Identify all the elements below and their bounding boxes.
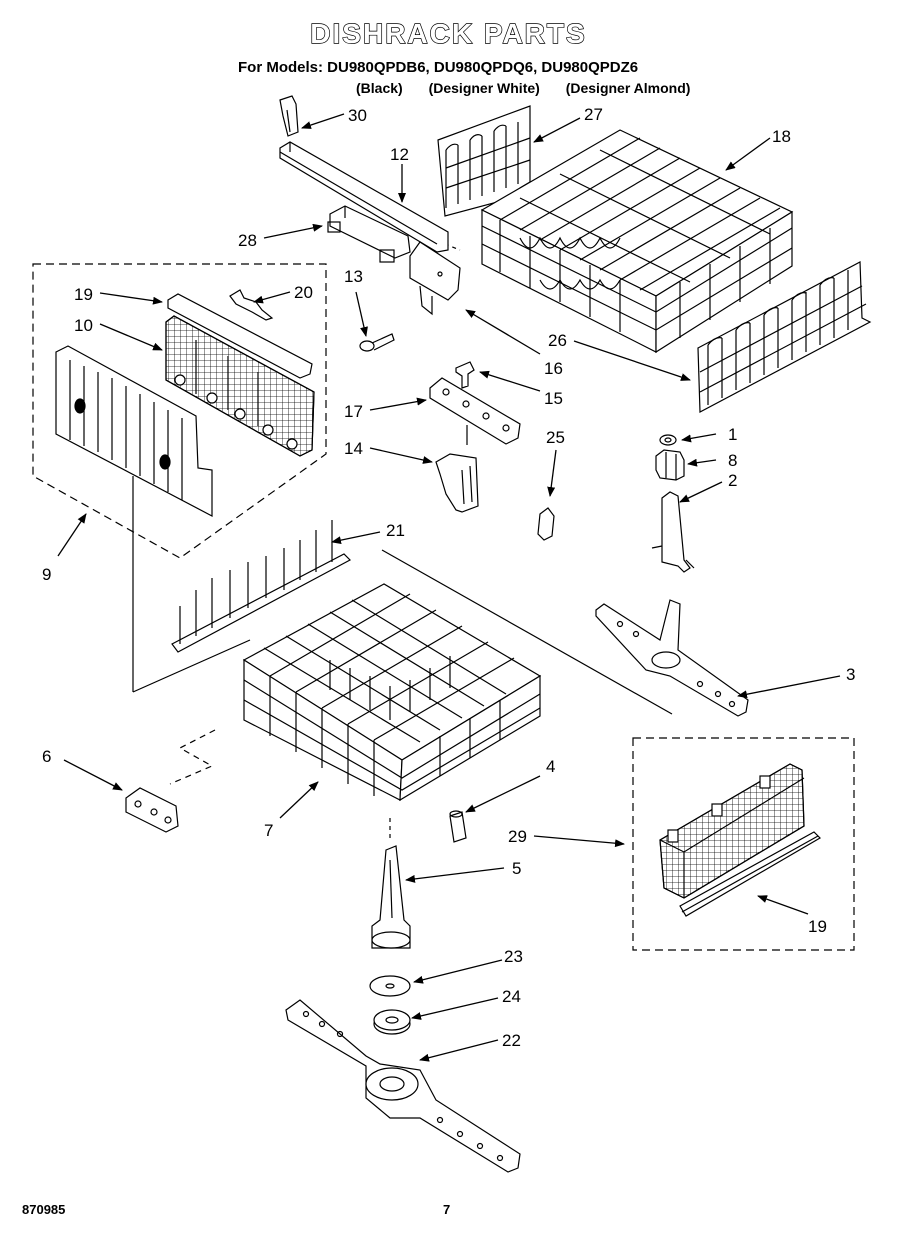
callout-14: 14: [344, 439, 363, 458]
callout-16: 16: [544, 359, 563, 378]
group-29-dashed-box: [632, 737, 855, 951]
part-17-spray-arm: [429, 377, 521, 445]
part-13-screw: [359, 333, 395, 352]
callout-22: 22: [502, 1031, 521, 1050]
models-line: For Models: DU980QPDB6, DU980QPDQ6, DU98…: [238, 59, 639, 76]
part-10-grid-panel: [165, 315, 315, 457]
callout-18: 18: [772, 127, 791, 146]
callout-7: 7: [264, 821, 273, 840]
part-9-side-panel: [55, 345, 213, 517]
callout-10: 10: [74, 316, 93, 335]
part-12-rack-rail: [279, 141, 449, 253]
callout-21: 21: [386, 521, 405, 540]
part-27-tine-row: [437, 105, 531, 217]
part-30-clip: [279, 95, 299, 137]
color-designer-almond: (Designer Almond): [565, 80, 691, 96]
part-3-upper-spray-arm: [595, 599, 749, 717]
callout-24: 24: [502, 987, 521, 1006]
callout-6: 6: [42, 747, 51, 766]
callout-28: 28: [238, 231, 257, 250]
color-designer-white: (Designer White): [428, 80, 540, 96]
callout-8: 8: [728, 451, 737, 470]
part-1-washer: [659, 434, 677, 446]
callout-26: 26: [548, 331, 567, 350]
callout-13: 13: [344, 267, 363, 286]
callout-30: 30: [348, 106, 367, 125]
callout-2: 2: [728, 471, 737, 490]
callout-23: 23: [504, 947, 523, 966]
callout-17: 17: [344, 402, 363, 421]
callout-25: 25: [546, 428, 565, 447]
part-4-peg: [449, 810, 467, 843]
callout-27: 27: [584, 105, 603, 124]
part-21-tine-comb: [171, 520, 351, 653]
part-25-clip: [537, 507, 555, 541]
callout-29: 29: [508, 827, 527, 846]
part-29-silverware-basket: [659, 763, 805, 899]
part-19-top-rail: [167, 293, 313, 379]
callout-5: 5: [512, 859, 521, 878]
callout-4: 4: [546, 757, 555, 776]
part-18-upper-rack: [480, 129, 794, 354]
document-number: 870985: [22, 1202, 66, 1217]
color-black: (Black): [356, 80, 403, 96]
callout-3: 3: [846, 665, 855, 684]
callout-12: 12: [390, 145, 409, 164]
diagram-title: DISHRACK PARTS: [310, 17, 587, 49]
callout-9: 9: [42, 565, 51, 584]
part-6-clip: [125, 787, 179, 833]
part-15-nozzle: [455, 361, 475, 389]
part-28-rack-clip: [327, 205, 411, 263]
part-7-lower-rack: [242, 583, 542, 802]
part-23-washer: [369, 975, 411, 997]
part-5-center-tube: [371, 845, 411, 949]
part-26-side-tine-row: [697, 261, 872, 413]
part-2-tube: [651, 491, 695, 573]
part-22-lower-spray-arm: [285, 999, 521, 1173]
part-19-basket-rail: [679, 831, 821, 917]
part-8-nut: [655, 449, 685, 481]
callout-20: 20: [294, 283, 313, 302]
callout-19-lower: 19: [808, 917, 827, 936]
group-9-dashed-box: [32, 263, 327, 559]
color-variants: (Black) (Designer White) (Designer Almon…: [356, 80, 690, 96]
callout-1: 1: [728, 425, 737, 444]
part-14-holder: [435, 453, 479, 513]
part-24-bearing: [373, 1009, 411, 1035]
part-20-small-clip: [229, 289, 274, 321]
page-number: 7: [443, 1202, 451, 1217]
part-16-bracket: [409, 241, 461, 316]
callout-19-upper: 19: [74, 285, 93, 304]
callout-15: 15: [544, 389, 563, 408]
